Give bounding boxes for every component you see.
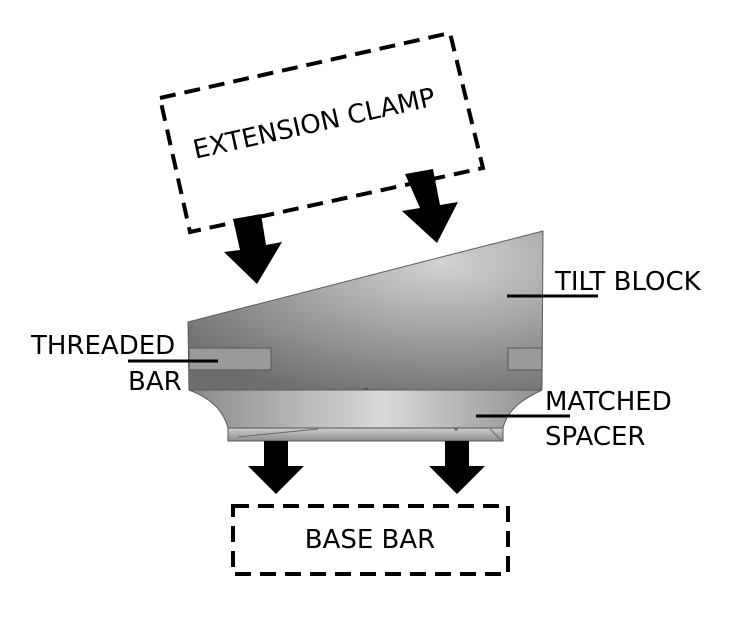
threaded-bar-left-end (188, 347, 272, 371)
base-bar-label: BASE BAR (305, 525, 436, 555)
threaded-bar-right-end (507, 347, 543, 371)
spacer-label: SPACER (545, 422, 646, 452)
down-arrow-icon (402, 169, 458, 243)
down-arrow-icon (248, 441, 304, 494)
base-bar-box: BASE BAR (231, 504, 510, 576)
matched-spacer-callout: MATCHED SPACER (476, 387, 672, 452)
extension-clamp-label: EXTENSION CLAMP (190, 83, 438, 166)
matched-spacer (188, 389, 543, 442)
down-arrow-icon (429, 441, 485, 494)
bar-label: BAR (128, 367, 182, 397)
down-arrow-icon (224, 214, 282, 284)
tilt-block-label: TILT BLOCK (554, 267, 702, 297)
tilt-block-callout: TILT BLOCK (507, 267, 702, 298)
threaded-label: THREADED (30, 331, 175, 361)
base-arrows (248, 441, 485, 494)
clamp-arrows (224, 169, 458, 284)
matched-label: MATCHED (545, 387, 672, 417)
threaded-bar-callout: THREADED BAR (30, 331, 218, 397)
